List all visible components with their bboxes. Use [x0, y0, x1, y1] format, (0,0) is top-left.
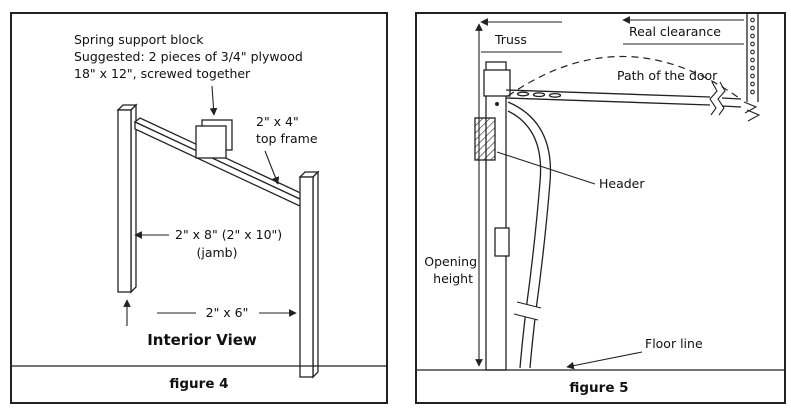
sill-label: 2" x 6" — [206, 305, 249, 320]
interior-view-title: Interior View — [147, 331, 257, 349]
door-path-label: Path of the door — [617, 68, 718, 83]
opening-height-label-line1: Opening — [424, 254, 477, 269]
figure5-caption: figure 5 — [569, 380, 628, 396]
roller-bracket — [494, 227, 510, 257]
header-leader-line — [496, 151, 596, 185]
track-mount-bracket — [483, 69, 511, 97]
header-block — [474, 117, 496, 161]
figure5-panel: Truss Real clearance — [415, 12, 786, 404]
figure4-panel: Spring support block Suggested: 2 pieces… — [10, 12, 388, 404]
bolt-dot — [495, 102, 499, 106]
left-jamb-post — [116, 103, 138, 294]
right-jamb-post — [298, 170, 320, 379]
top-frame-label-line2: top frame — [256, 131, 318, 146]
horizontal-track — [505, 81, 742, 116]
door-jamb-post — [485, 61, 507, 371]
floor-line-label: Floor line — [645, 336, 703, 351]
truss-label: Truss — [494, 32, 527, 47]
door-path-arc — [507, 55, 740, 99]
figure5-drawing: Truss Real clearance — [417, 14, 784, 396]
real-clearance-label: Real clearance — [629, 24, 721, 39]
top-frame-leader-arrow — [264, 150, 280, 185]
jamb-label-line2: (jamb) — [197, 245, 238, 260]
spring-annotation-line2: Suggested: 2 pieces of 3/4" plywood — [74, 49, 303, 64]
top-frame-label-line1: 2" x 4" — [256, 114, 299, 129]
floor-leader-arrow — [566, 351, 643, 370]
spring-block-leader-arrow — [209, 85, 218, 116]
spring-support-block — [195, 119, 233, 159]
figure4-caption: figure 4 — [169, 376, 228, 392]
header-label: Header — [599, 176, 645, 191]
figure4-drawing: Spring support block Suggested: 2 pieces… — [12, 32, 386, 392]
opening-height-label-line2: height — [433, 271, 473, 286]
vertical-angle-strip — [743, 14, 761, 122]
spring-annotation-line1: Spring support block — [74, 32, 204, 47]
track-break-symbol — [709, 81, 718, 116]
door-panel-curve — [507, 101, 552, 369]
jamb-label-line1: 2" x 8" (2" x 10") — [175, 227, 282, 242]
spring-annotation-line3: 18" x 12", screwed together — [74, 66, 251, 81]
